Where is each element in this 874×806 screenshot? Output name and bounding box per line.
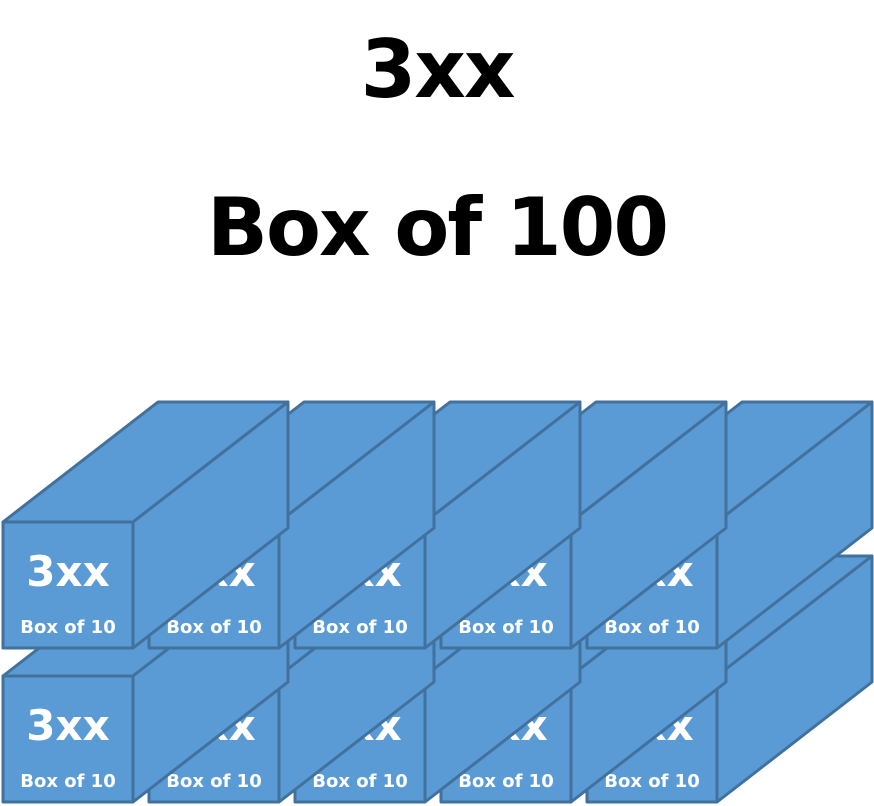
box-package-label: Box of 10	[312, 771, 407, 792]
page-subtitle: Box of 100	[207, 181, 669, 274]
box-package-label: Box of 10	[20, 617, 115, 638]
box-package-label: Box of 10	[604, 617, 699, 638]
box-package-label: Box of 10	[458, 771, 553, 792]
box-package-label: Box of 10	[312, 617, 407, 638]
box-product-label: 3xx	[26, 701, 109, 750]
box-package-label: Box of 10	[604, 771, 699, 792]
page-title: 3xx	[360, 23, 516, 116]
box-front-face	[1, 674, 135, 804]
box-package-label: Box of 10	[166, 617, 261, 638]
box-product-label: 3xx	[26, 547, 109, 596]
box-front-face	[1, 520, 135, 650]
box-package-label: Box of 10	[20, 771, 115, 792]
box-package-label: Box of 10	[166, 771, 261, 792]
box-package-label: Box of 10	[458, 617, 553, 638]
